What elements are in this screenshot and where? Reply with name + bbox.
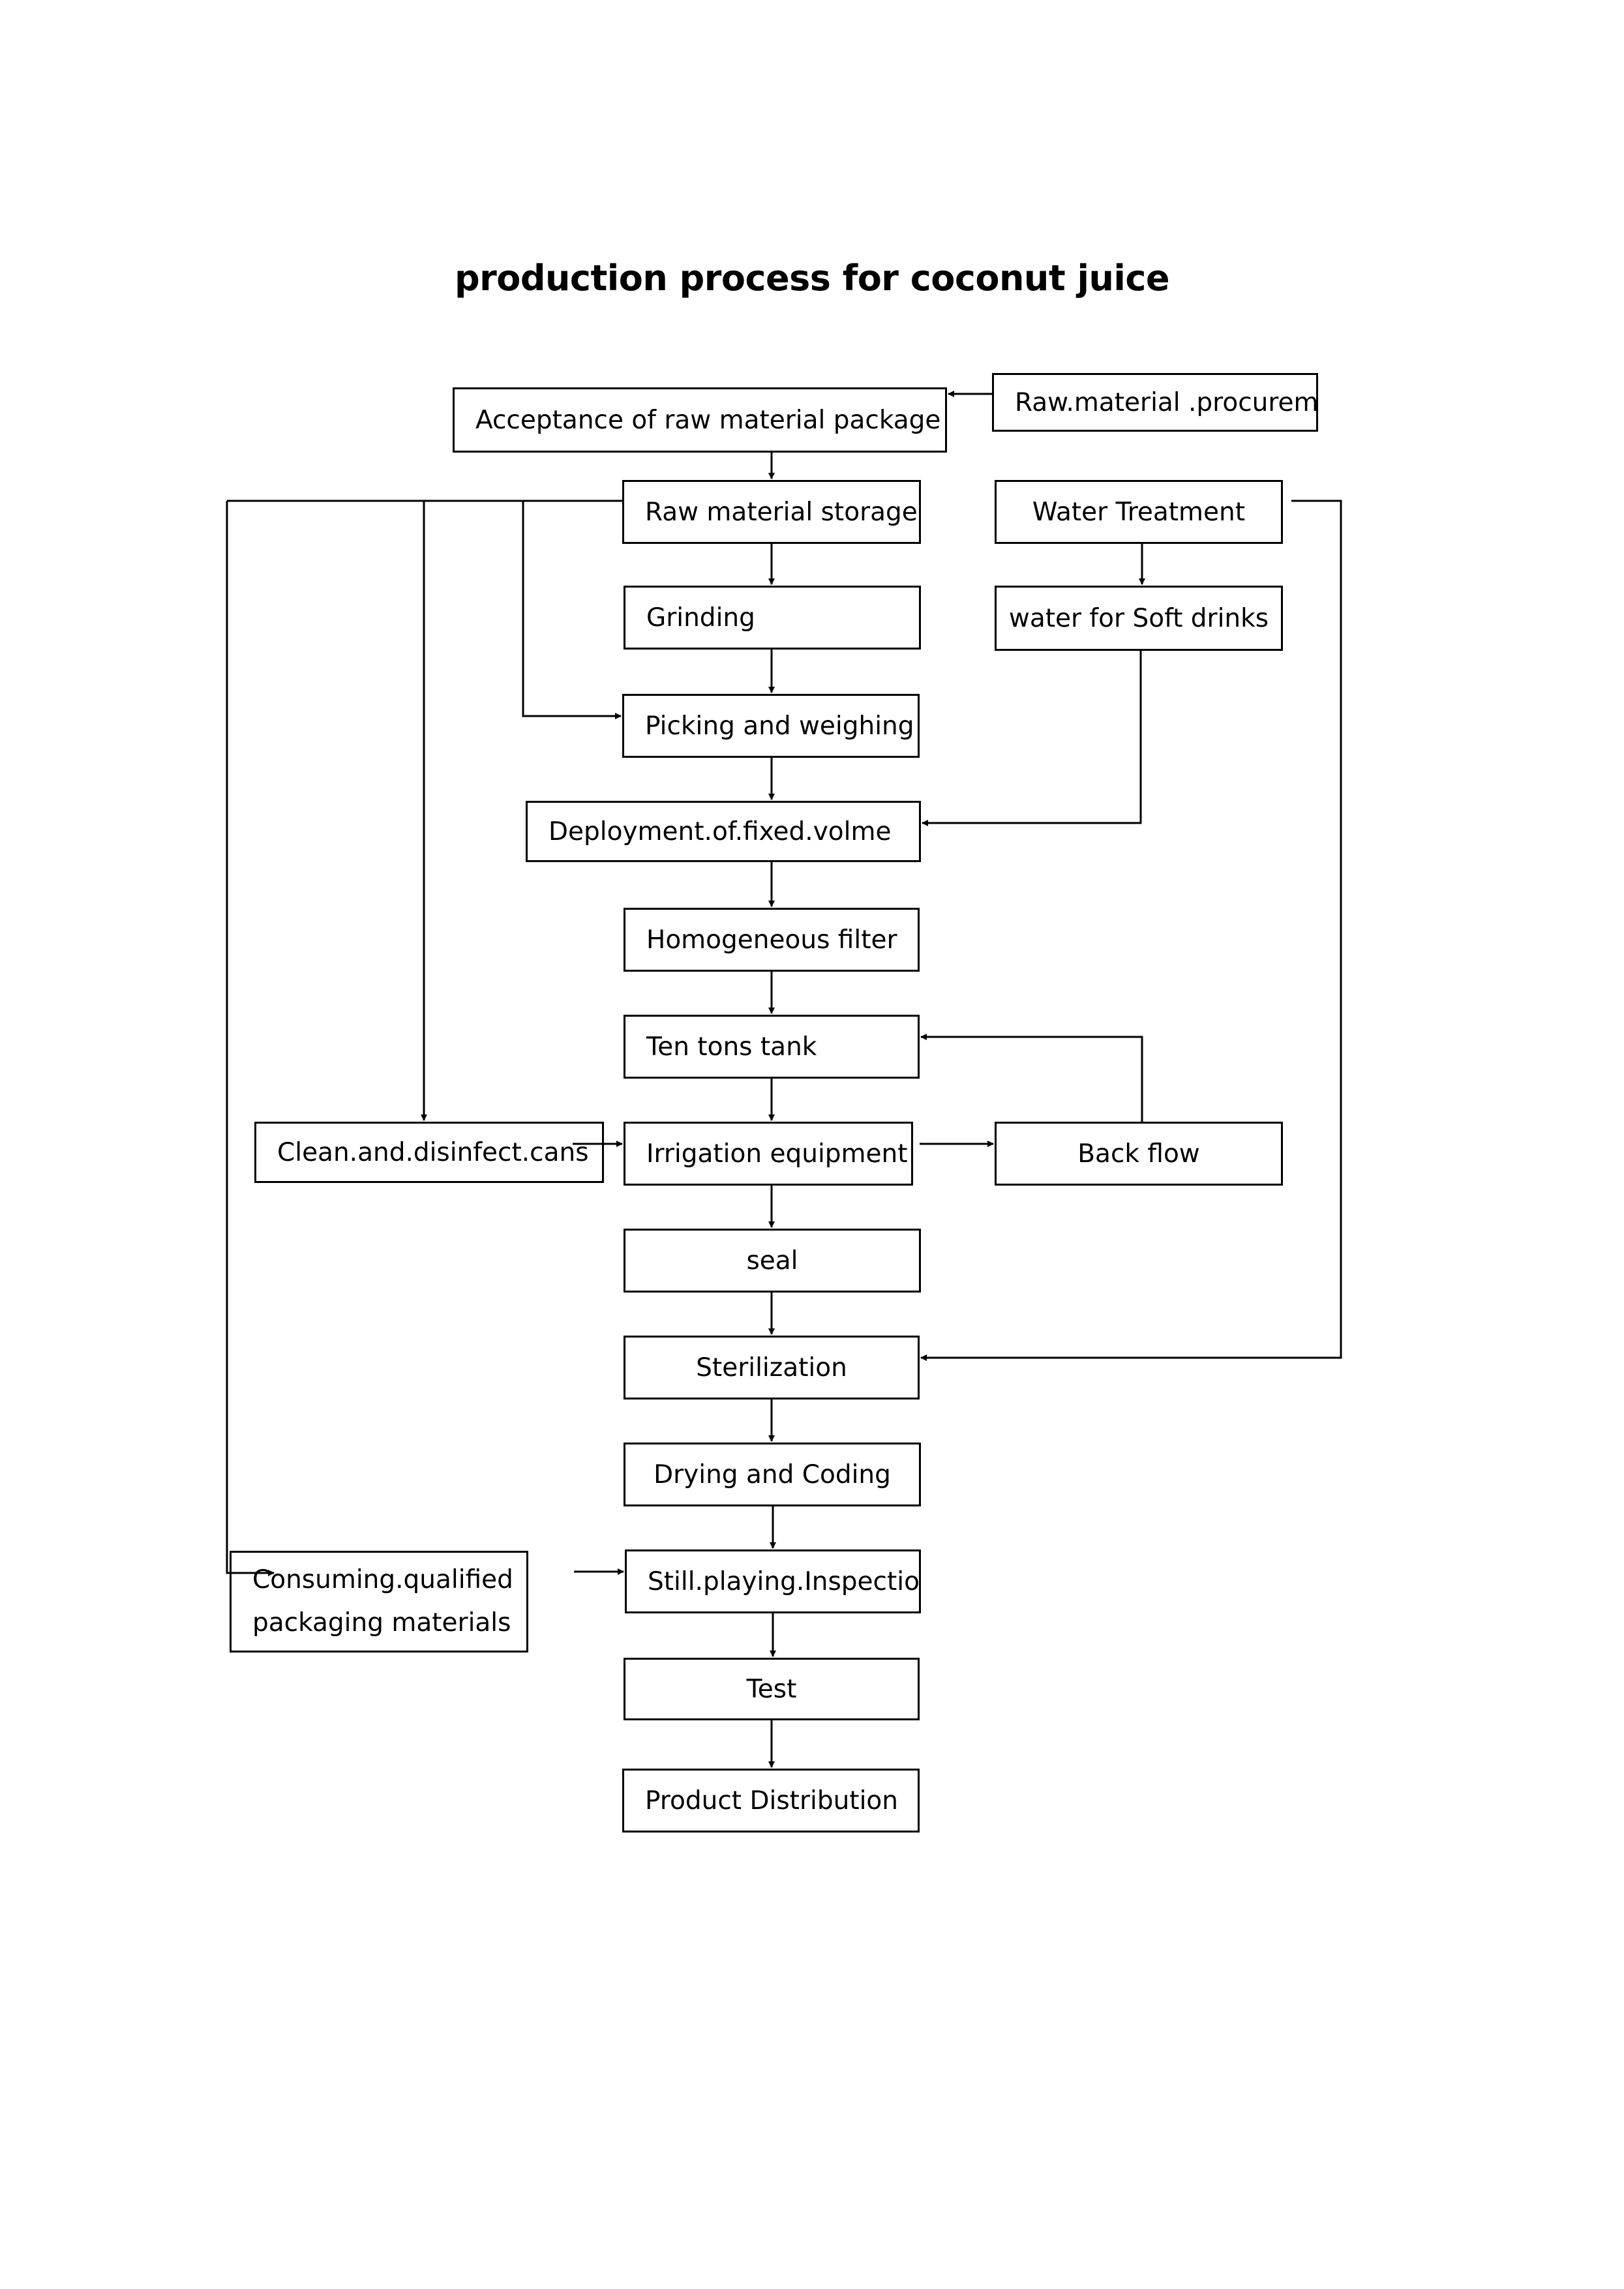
node-water-for-soft-drinks: water for Soft drinks <box>995 586 1283 651</box>
node-acceptance: Acceptance of raw material package <box>453 387 947 453</box>
node-homogeneous-filter: Homogeneous filter <box>624 908 920 972</box>
arrow-soft-drinks-to-deployment <box>922 651 1142 826</box>
node-clean-and-disinfect-cans: Clean.and.disinfect.cans <box>254 1122 604 1183</box>
node-ten-tons-tank: Ten tons tank <box>624 1015 920 1079</box>
node-sterilization: Sterilization <box>624 1336 920 1399</box>
node-consuming-qualified-line2: packaging materials <box>252 1608 511 1638</box>
node-consuming-qualified-line1: Consuming.qualified <box>252 1565 513 1594</box>
node-seal: seal <box>624 1229 921 1293</box>
node-grinding: Grinding <box>624 586 921 650</box>
arrow-water-treatment-to-sterilization <box>920 500 1342 1361</box>
arrow-back-flow-to-tank <box>920 1034 1143 1122</box>
node-product-distribution: Product Distribution <box>622 1769 920 1833</box>
page-title: production process for coconut juice <box>454 258 1170 299</box>
node-back-flow: Back flow <box>995 1122 1283 1186</box>
node-water-treatment: Water Treatment <box>995 480 1283 544</box>
node-picking-and-weighing: Picking and weighing <box>622 694 920 758</box>
node-drying-and-coding: Drying and Coding <box>624 1443 921 1506</box>
node-deployment: Deployment.of.fixed.volme <box>526 801 921 862</box>
arrow-storage-to-picking <box>522 501 622 719</box>
node-raw-material-storage: Raw material storage <box>622 480 921 544</box>
node-irrigation-equipment: Irrigation equipment <box>624 1122 913 1186</box>
node-still-playing-inspection: Still.playing.Inspectio <box>625 1549 921 1613</box>
node-consuming-qualified-packaging: Consuming.qualified packaging materials <box>230 1551 528 1653</box>
arrow-storage-to-packaging <box>226 501 275 1576</box>
node-test: Test <box>624 1658 920 1720</box>
node-procurement: Raw.material .procurem <box>992 373 1319 432</box>
